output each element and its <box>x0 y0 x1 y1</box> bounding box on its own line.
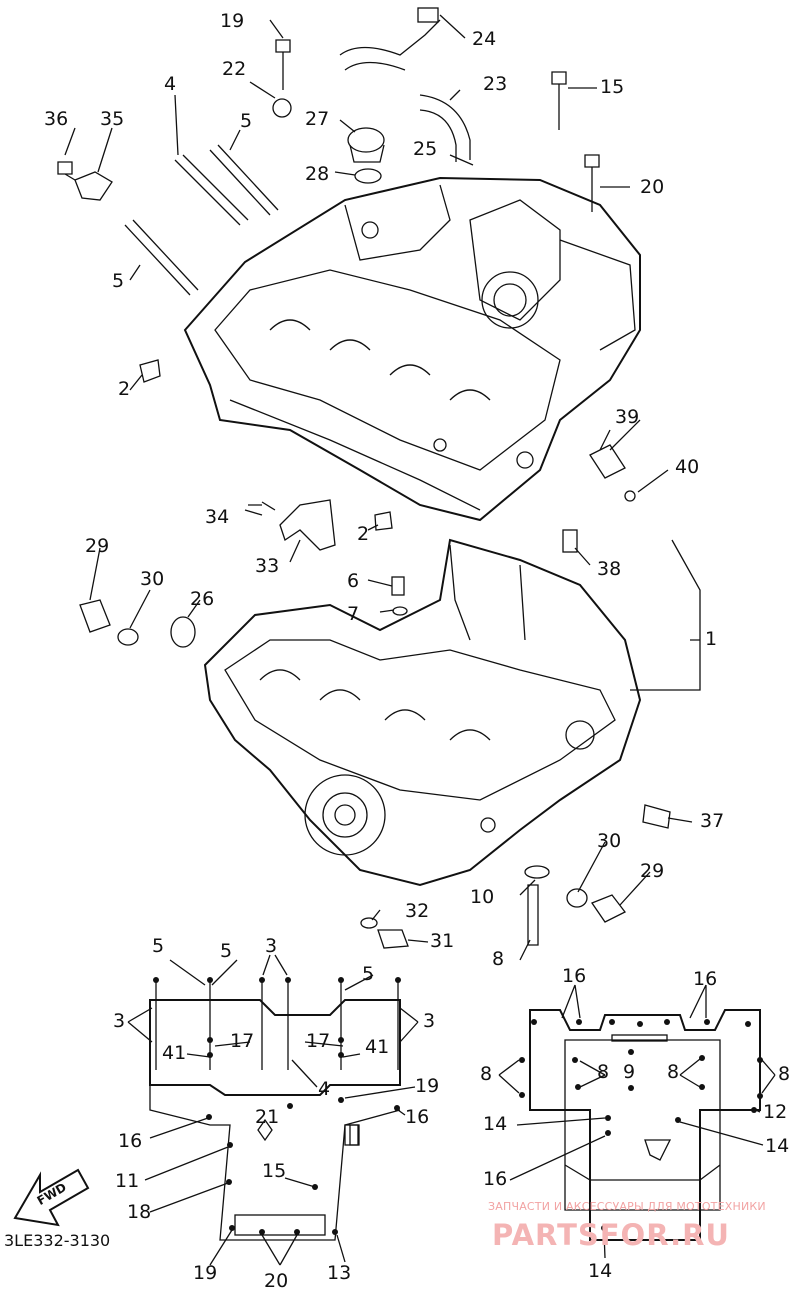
callout-20: 20 <box>264 1270 289 1292</box>
callout-27: 27 <box>305 108 330 130</box>
callout-7: 7 <box>347 603 360 625</box>
fwd-arrow-icon <box>13 1168 90 1227</box>
callout-6: 6 <box>347 570 360 592</box>
callout-22: 22 <box>222 58 247 80</box>
callout-23: 23 <box>483 73 508 95</box>
callout-3: 3 <box>423 1010 436 1032</box>
watermark-tagline: ЗАПЧАСТИ И АКСЕССУАРЫ ДЛЯ МОТОТЕХНИКИ <box>488 1200 766 1213</box>
leader-lines <box>64 14 701 961</box>
callout-37: 37 <box>700 810 725 832</box>
callout-14: 14 <box>483 1113 508 1135</box>
callout-5: 5 <box>362 963 375 985</box>
callout-5: 5 <box>220 940 233 962</box>
callout-5: 5 <box>112 270 125 292</box>
callout-34: 34 <box>205 506 230 528</box>
callout-16: 16 <box>483 1168 508 1190</box>
callout-31: 31 <box>430 930 455 952</box>
diagram-code: 3LE332-3130 <box>4 1231 111 1250</box>
callout-40: 40 <box>675 456 700 478</box>
bottom-left-bolt-pattern <box>127 954 419 1266</box>
callout-17: 17 <box>230 1030 255 1052</box>
callout-12: 12 <box>763 1101 788 1123</box>
callout-2: 2 <box>357 523 370 545</box>
callout-3: 3 <box>113 1010 126 1032</box>
callout-5: 5 <box>240 110 253 132</box>
callout-29: 29 <box>85 535 110 557</box>
callout-16: 16 <box>693 968 718 990</box>
callout-32: 32 <box>405 900 430 922</box>
callout-41: 41 <box>162 1042 187 1064</box>
bottom-right-bolt-pattern <box>498 984 776 1259</box>
callout-30: 30 <box>140 568 165 590</box>
callout-10: 10 <box>470 886 495 908</box>
callout-16: 16 <box>118 1130 143 1152</box>
callout-35: 35 <box>100 108 125 130</box>
callout-16: 16 <box>562 965 587 987</box>
callout-19: 19 <box>193 1262 218 1284</box>
callout-13: 13 <box>327 1262 352 1284</box>
callout-1: 1 <box>705 628 718 650</box>
upper-crankcase <box>183 176 641 522</box>
watermark-logo: PARTSFOR.RU <box>492 1218 730 1252</box>
callout-28: 28 <box>305 163 330 185</box>
callout-41: 41 <box>365 1036 390 1058</box>
callout-20: 20 <box>640 176 665 198</box>
callout-14: 14 <box>588 1260 613 1282</box>
callout-18: 18 <box>127 1201 152 1223</box>
callout-5: 5 <box>152 935 165 957</box>
callout-3: 3 <box>265 935 278 957</box>
callout-38: 38 <box>597 558 622 580</box>
callout-30: 30 <box>597 830 622 852</box>
small-parts <box>57 7 671 949</box>
lower-crankcase <box>203 538 642 887</box>
callout-24: 24 <box>472 28 497 50</box>
callout-9: 9 <box>623 1061 636 1083</box>
callout-15: 15 <box>262 1160 287 1182</box>
callout-36: 36 <box>44 108 69 130</box>
callout-25: 25 <box>413 138 438 160</box>
callout-17: 17 <box>306 1030 331 1052</box>
callout-21: 21 <box>255 1106 280 1128</box>
callout-8: 8 <box>667 1061 680 1083</box>
callout-8: 8 <box>492 948 505 970</box>
callout-39: 39 <box>615 406 640 428</box>
callout-29: 29 <box>640 860 665 882</box>
callout-11: 11 <box>115 1170 140 1192</box>
callout-8: 8 <box>480 1063 493 1085</box>
callout-4: 4 <box>318 1078 331 1100</box>
callout-8: 8 <box>778 1063 791 1085</box>
callout-15: 15 <box>600 76 625 98</box>
callout-8: 8 <box>597 1061 610 1083</box>
callout-19: 19 <box>415 1075 440 1097</box>
callout-16: 16 <box>405 1106 430 1128</box>
callout-2: 2 <box>118 378 131 400</box>
callout-4: 4 <box>164 73 177 95</box>
callout-19: 19 <box>220 10 245 32</box>
callout-14: 14 <box>765 1135 790 1157</box>
callout-33: 33 <box>255 555 280 577</box>
callout-26: 26 <box>190 588 215 610</box>
